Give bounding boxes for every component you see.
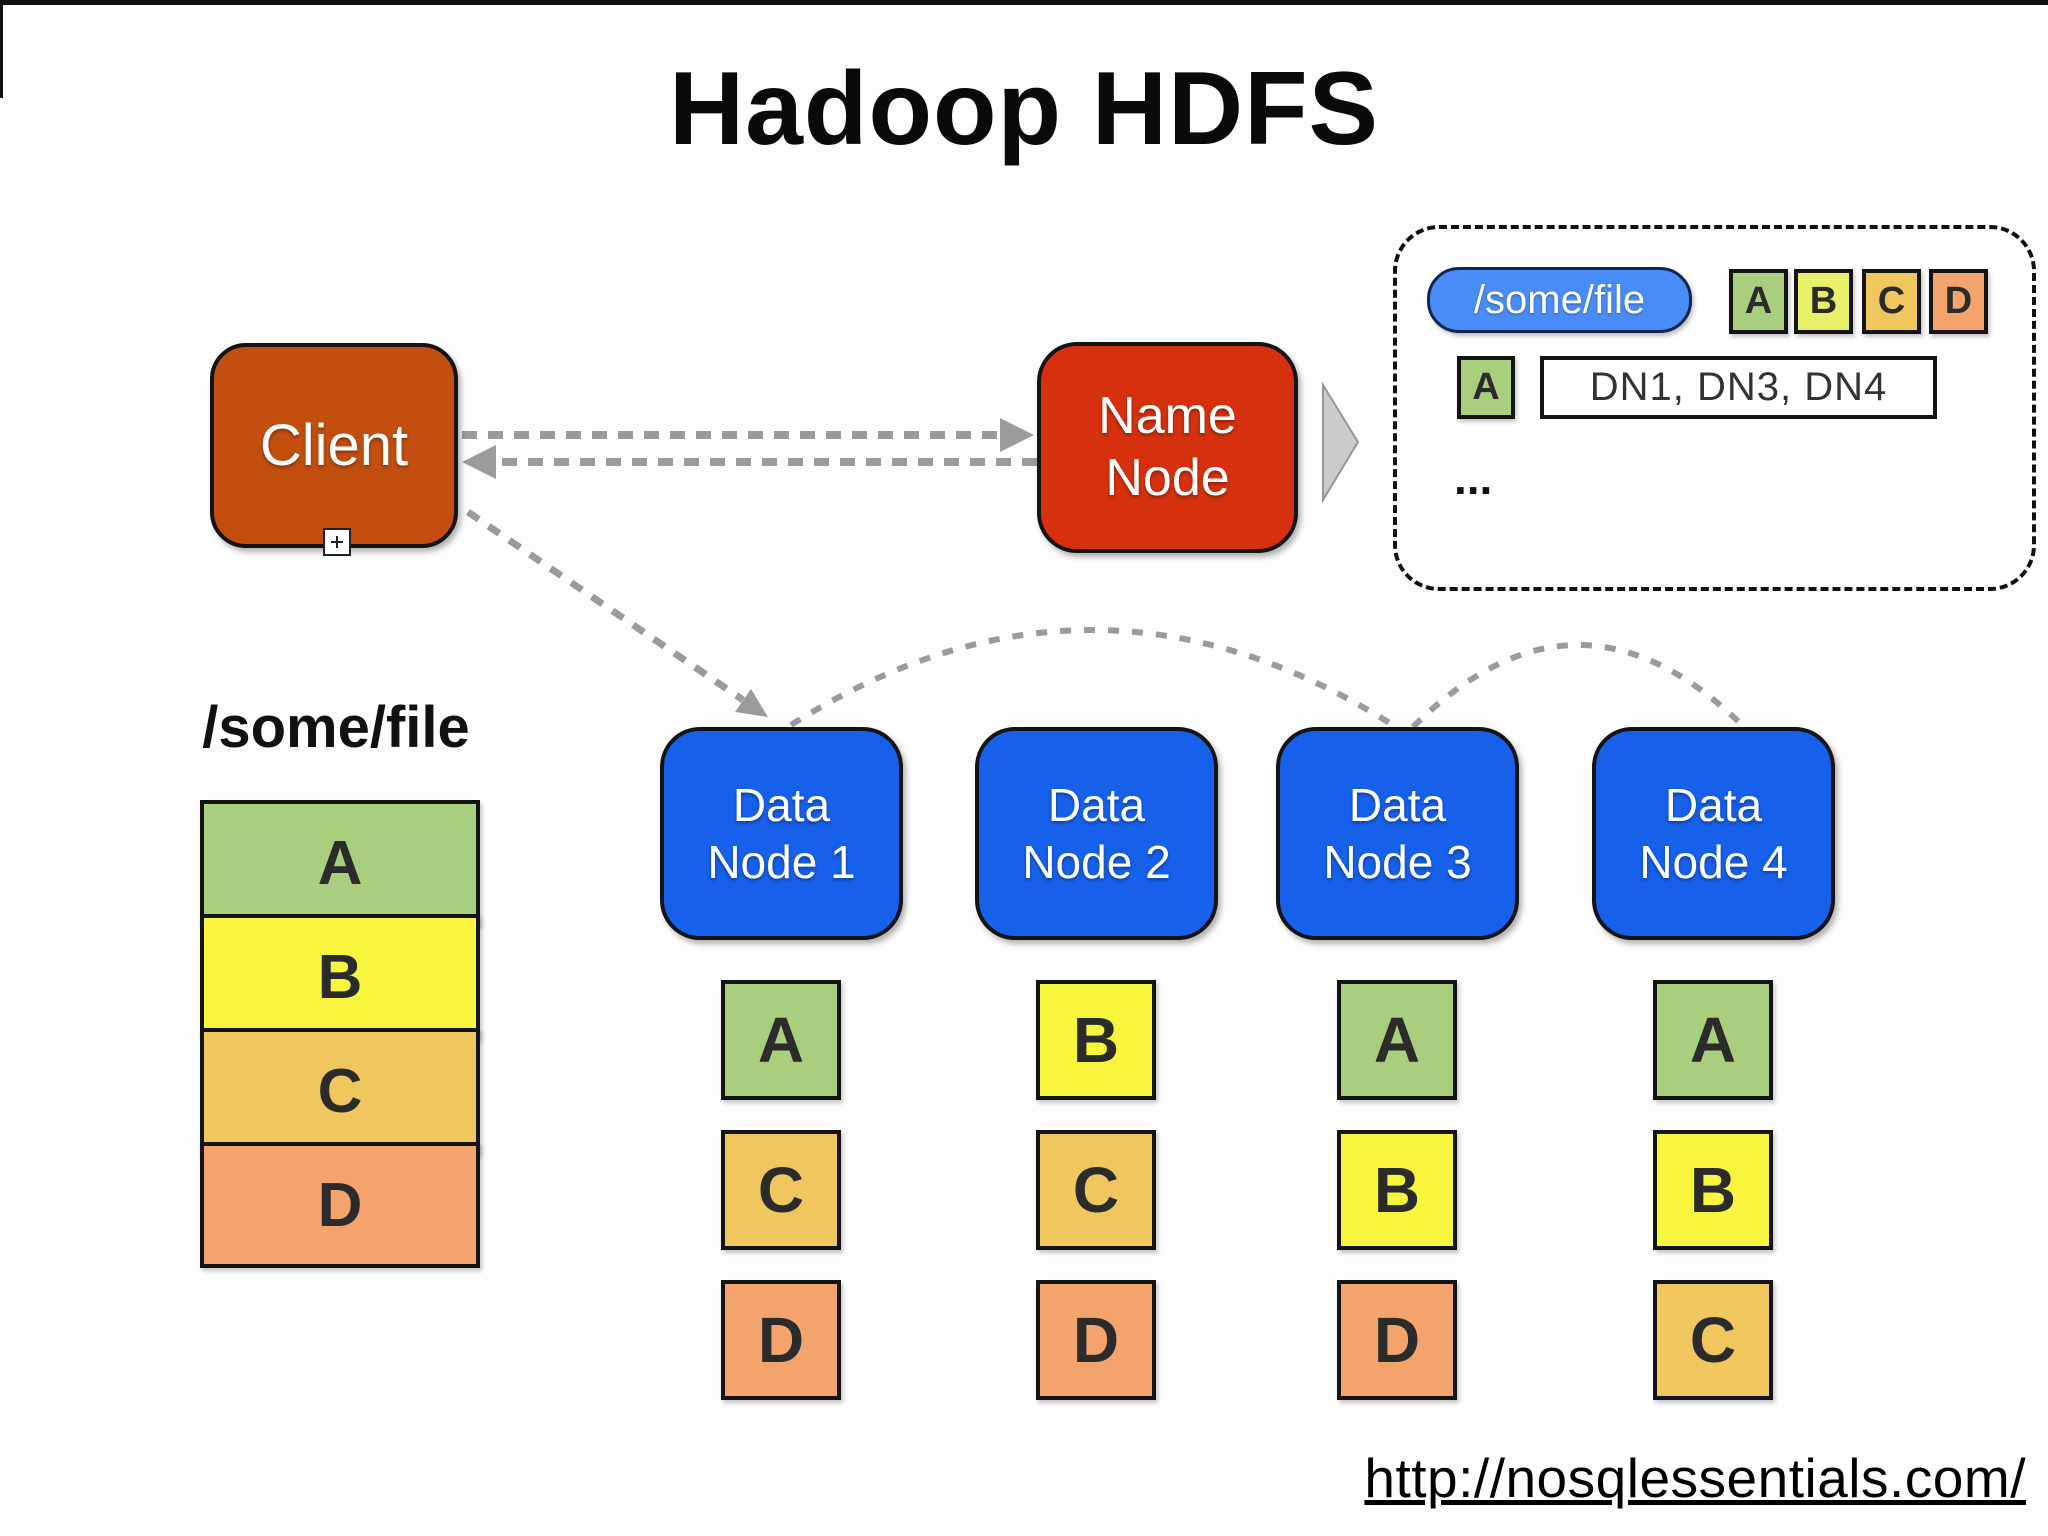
data-node-3-label: Data Node 3 xyxy=(1323,777,1471,889)
dn2-block-1: B xyxy=(1036,980,1156,1100)
dn3-block-2: B xyxy=(1337,1130,1457,1250)
dn4-block-2: B xyxy=(1653,1130,1773,1250)
dn4-block-3: C xyxy=(1653,1280,1773,1400)
slide-top-border xyxy=(0,0,2048,5)
data-node-3: Data Node 3 xyxy=(1276,727,1519,940)
plus-icon xyxy=(331,536,343,548)
namenode-callout-triangle-icon xyxy=(1322,381,1360,504)
data-node-1: Data Node 1 xyxy=(660,727,903,940)
dn3-block-1: A xyxy=(1337,980,1457,1100)
arrowhead-client-to-datanode1 xyxy=(735,689,768,717)
panel-block-c: C xyxy=(1862,269,1921,334)
panel-block-b: B xyxy=(1794,269,1853,334)
replication-arc-dn3-to-dn4 xyxy=(1410,642,1745,730)
name-node-line2: Node xyxy=(1105,448,1230,507)
dn2-block-2: C xyxy=(1036,1130,1156,1250)
file-path-label: /some/file xyxy=(202,695,470,760)
file-path-pill-label: /some/file xyxy=(1473,277,1646,322)
data-node-3-line2: Node 3 xyxy=(1323,835,1472,888)
data-node-2-line2: Node 2 xyxy=(1022,835,1171,888)
dn3-block-3: D xyxy=(1337,1280,1457,1400)
replication-arc-dn1-to-dn3 xyxy=(789,627,1398,730)
panel-block-d: D xyxy=(1929,269,1988,334)
data-node-2-label: Data Node 2 xyxy=(1022,777,1170,889)
arrow-client-to-datanode1 xyxy=(466,509,745,703)
dn1-block-1: A xyxy=(721,980,841,1100)
file-path-pill: /some/file xyxy=(1427,267,1692,333)
data-node-4-label: Data Node 4 xyxy=(1639,777,1787,889)
data-node-1-line2: Node 1 xyxy=(707,835,856,888)
file-block-a: A xyxy=(200,800,480,926)
file-block-b: B xyxy=(200,914,480,1040)
arrowhead-namenode-to-client xyxy=(462,445,496,479)
mapping-block-a: A xyxy=(1457,356,1515,419)
data-node-4-line2: Node 4 xyxy=(1639,835,1788,888)
data-node-3-line1: Data xyxy=(1348,779,1447,832)
dn4-block-1: A xyxy=(1653,980,1773,1100)
name-node-line1: Name xyxy=(1098,387,1237,446)
mapping-locations-label: DN1, DN3, DN4 xyxy=(1589,365,1888,409)
data-node-4: Data Node 4 xyxy=(1592,727,1835,940)
data-node-2: Data Node 2 xyxy=(975,727,1218,940)
arrowhead-client-to-namenode xyxy=(1000,418,1034,452)
client-plus-handle-icon xyxy=(323,528,351,556)
name-node: Name Node xyxy=(1037,342,1298,553)
dn2-block-3: D xyxy=(1036,1280,1156,1400)
client-label: Client xyxy=(259,413,409,478)
panel-ellipsis: ... xyxy=(1454,452,1493,504)
data-node-1-label: Data Node 1 xyxy=(707,777,855,889)
panel-block-a: A xyxy=(1729,269,1788,334)
data-node-1-line1: Data xyxy=(732,779,831,832)
footer-url-link[interactable]: http://nosqlessentials.com/ xyxy=(1364,1447,2026,1509)
dn1-block-2: C xyxy=(721,1130,841,1250)
namenode-metadata-panel: /some/file A B C D A DN1, DN3, DN4 ... xyxy=(1393,225,2036,591)
mapping-locations-box: DN1, DN3, DN4 xyxy=(1540,356,1937,419)
data-node-2-line1: Data xyxy=(1047,779,1146,832)
data-node-4-line1: Data xyxy=(1664,779,1763,832)
slide-left-border xyxy=(0,0,3,98)
page-title: Hadoop HDFS xyxy=(668,51,1380,167)
dn1-block-3: D xyxy=(721,1280,841,1400)
name-node-label: Name Node xyxy=(1098,386,1237,509)
client-node: Client xyxy=(210,343,458,548)
file-block-d: D xyxy=(200,1142,480,1268)
file-block-c: C xyxy=(200,1028,480,1154)
